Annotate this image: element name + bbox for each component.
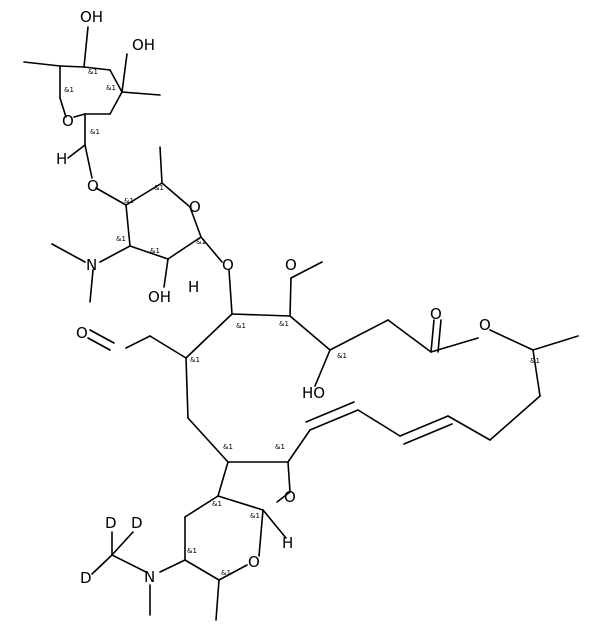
stereo-label: &1 bbox=[223, 443, 233, 451]
stereo-label: &1 bbox=[64, 86, 74, 94]
atom-ho-macro: HO bbox=[302, 384, 325, 402]
stereo-label: &1 bbox=[90, 128, 100, 136]
stereo-label: &1 bbox=[275, 443, 285, 451]
atom-o-methoxy: O bbox=[285, 256, 297, 274]
atom-oh-mid: OH bbox=[148, 288, 171, 306]
atom-oh-top-right: OH bbox=[132, 36, 155, 54]
stereo-label: &1 bbox=[212, 500, 222, 508]
stereo-label: &1 bbox=[124, 197, 134, 205]
atom-n-bottom: N bbox=[144, 568, 155, 586]
atom-labels: OH OH O H O O N OH H O O O O O HO O H O … bbox=[56, 8, 491, 587]
atom-d3: D bbox=[80, 569, 92, 587]
atom-o-ester: O bbox=[479, 316, 491, 334]
atom-h-anomeric-mid: H bbox=[188, 278, 199, 296]
stereo-label: &1 bbox=[279, 320, 289, 328]
stereo-label: &1 bbox=[116, 235, 126, 243]
atom-o-carbonyl: O bbox=[430, 305, 442, 323]
atom-o-ring-mid: O bbox=[189, 198, 201, 216]
atom-h-furan: H bbox=[282, 534, 293, 552]
bonds bbox=[23, 26, 579, 621]
atom-o-link-mid: O bbox=[222, 256, 234, 274]
atom-d1: D bbox=[105, 514, 117, 532]
stereo-label: &1 bbox=[221, 569, 231, 577]
stereo-label: &1 bbox=[530, 357, 540, 365]
stereo-label: &1 bbox=[250, 512, 260, 520]
stereo-label: &1 bbox=[150, 247, 160, 255]
stereo-label: &1 bbox=[196, 238, 206, 246]
stereo-label: &1 bbox=[154, 184, 164, 192]
stereo-labels: &1 &1 &1 &1 &1 &1 &1 &1 &1 &1 &1 &1 &1 &… bbox=[64, 68, 540, 577]
stereo-label: &1 bbox=[88, 68, 98, 76]
stereo-label: &1 bbox=[337, 352, 347, 360]
atom-o-ring-bottom: O bbox=[248, 553, 260, 571]
atom-n-dimethyl-top: N bbox=[86, 256, 97, 274]
stereo-label: &1 bbox=[236, 322, 246, 330]
stereo-label: &1 bbox=[187, 547, 197, 555]
atom-o-aldehyde: O bbox=[76, 324, 88, 342]
atom-h-top-anomeric: H bbox=[56, 150, 67, 168]
stereo-label: &1 bbox=[106, 84, 116, 92]
atom-o-furan: O bbox=[284, 488, 296, 506]
atom-oh-top: OH bbox=[80, 8, 103, 26]
stereo-label: &1 bbox=[190, 356, 200, 364]
atom-o-ring-top: O bbox=[62, 112, 74, 130]
atom-o-link-top: O bbox=[87, 177, 99, 195]
atom-d2: D bbox=[131, 514, 143, 532]
